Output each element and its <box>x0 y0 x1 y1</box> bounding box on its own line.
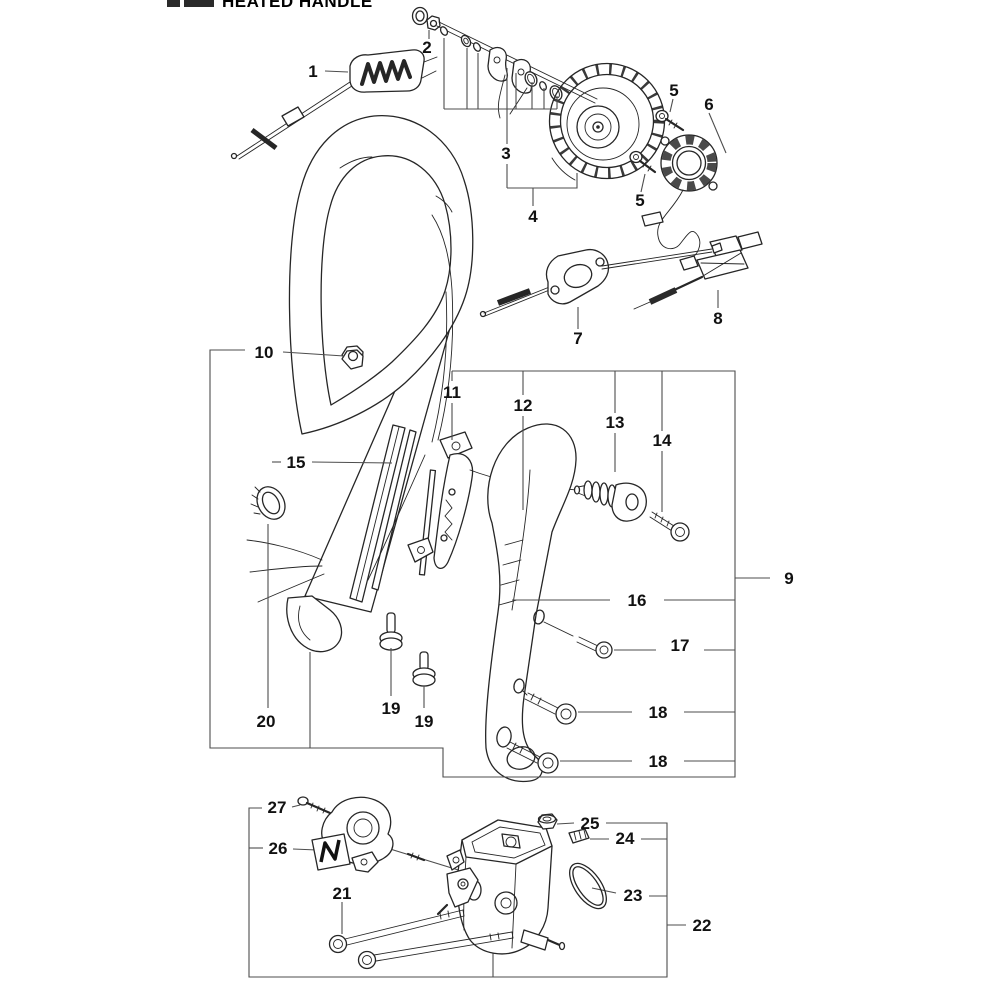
part-stator-ring <box>641 134 718 271</box>
handlebar-assembly <box>246 115 474 653</box>
heater-wires <box>431 214 454 441</box>
spade-connector <box>641 211 664 227</box>
flywheel <box>548 62 666 181</box>
part-nut-25 <box>537 813 558 830</box>
part-pawl-kit <box>436 21 598 119</box>
part-screw-5b <box>629 150 657 174</box>
brand-logo-icon <box>167 0 180 7</box>
heater-coil <box>360 59 412 86</box>
choke-symbol-icon <box>319 839 341 863</box>
part-damper-19a <box>379 612 403 651</box>
sensor-probe <box>648 287 678 305</box>
callout-16: 16 <box>628 591 647 610</box>
callout-22: 22 <box>693 916 712 935</box>
callout-18b: 18 <box>649 752 668 771</box>
callout-26: 26 <box>269 839 288 858</box>
flywheel-fins <box>549 63 665 179</box>
bracket-lines-top <box>324 30 727 329</box>
part-screw-18a <box>521 689 577 725</box>
part-choke-control <box>297 796 426 873</box>
callout-20: 20 <box>257 712 276 731</box>
part-front-guard <box>485 423 577 783</box>
part-grommet <box>250 486 286 520</box>
callout-24: 24 <box>616 829 635 848</box>
callout-3: 3 <box>501 144 510 163</box>
part-screw-5a <box>655 109 685 132</box>
cable-sleeve <box>250 128 278 150</box>
callout-labels: 1 2 3 4 5 6 5 7 8 9 10 11 12 13 14 15 16… <box>255 38 794 935</box>
idle-lever <box>446 867 479 908</box>
part-bolts-21 <box>328 909 514 970</box>
part-oring-23 <box>569 862 607 910</box>
callout-19a: 19 <box>382 699 401 718</box>
callout-18a: 18 <box>649 703 668 722</box>
part-screw-17 <box>543 621 613 659</box>
callout-5a: 5 <box>669 81 678 100</box>
part-trigger-cluster <box>407 431 474 576</box>
callout-23: 23 <box>624 886 643 905</box>
callout-4: 4 <box>528 207 538 226</box>
callout-12: 12 <box>514 396 533 415</box>
part-carburetor-body <box>436 819 566 955</box>
part-damper-19b <box>412 651 436 687</box>
callout-5b: 5 <box>635 191 644 210</box>
throttle-trigger <box>433 453 474 569</box>
spade-connector <box>679 255 699 271</box>
callout-13: 13 <box>606 413 625 432</box>
callout-9: 9 <box>784 569 793 588</box>
stator-poles <box>661 135 717 191</box>
page-title: HEATED HANDLE <box>222 0 373 11</box>
callout-21: 21 <box>333 884 352 903</box>
part-screw-14 <box>649 511 690 542</box>
part-clamp-24 <box>568 828 590 844</box>
cable-plug <box>737 231 763 250</box>
callout-14: 14 <box>653 431 672 450</box>
callout-2: 2 <box>422 38 431 57</box>
group-box-handle <box>209 349 770 778</box>
callout-17: 17 <box>671 636 690 655</box>
handle-wires <box>246 539 323 561</box>
callout-15: 15 <box>287 453 306 472</box>
brand-header: HEATED HANDLE <box>167 0 373 11</box>
callout-25: 25 <box>581 814 600 833</box>
callout-11: 11 <box>443 383 461 402</box>
handle-end-cap <box>286 595 343 653</box>
part-washer-nut <box>411 6 441 31</box>
callout-8: 8 <box>713 309 722 328</box>
callout-6: 6 <box>704 95 713 114</box>
part-heating-element <box>230 49 438 160</box>
heater-rail <box>371 429 417 591</box>
part-nut-10 <box>341 345 364 370</box>
stator-wire <box>657 189 701 265</box>
part-screw-18b <box>506 741 559 774</box>
brand-logo-icon <box>184 0 214 7</box>
callout-1: 1 <box>308 62 317 81</box>
part-switch <box>633 242 749 310</box>
cable-connector <box>281 106 305 127</box>
throttle-rod <box>418 469 437 576</box>
callout-7: 7 <box>573 329 582 348</box>
callout-10: 10 <box>255 343 274 362</box>
callout-19b: 19 <box>415 712 434 731</box>
cable-sleeve <box>496 288 532 306</box>
callout-27: 27 <box>268 798 287 817</box>
adjuster-knob <box>611 482 647 522</box>
trigger-spring <box>444 499 453 541</box>
